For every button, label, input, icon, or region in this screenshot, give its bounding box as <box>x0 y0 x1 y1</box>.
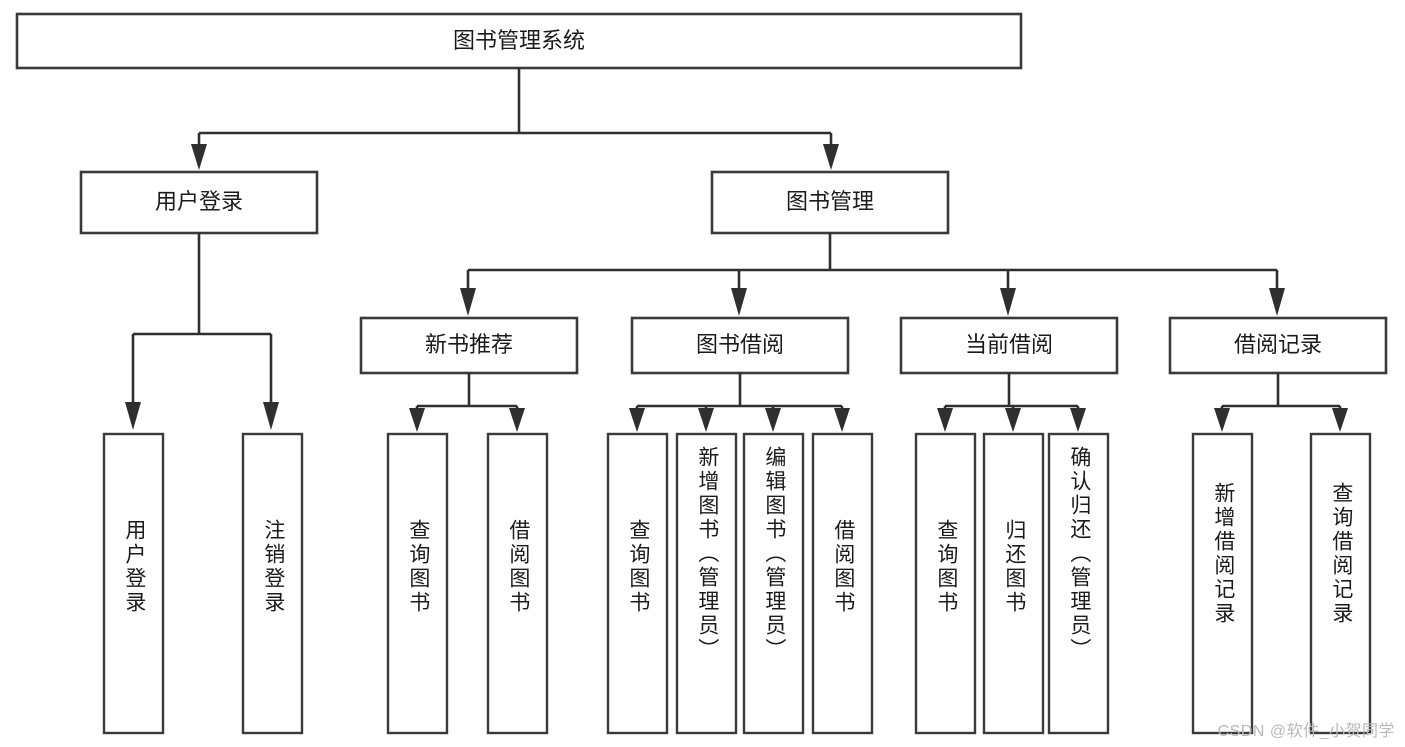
leaf-box-add-book[interactable] <box>675 432 738 735</box>
user-login-label: 用户登录 <box>155 189 243 214</box>
arrowhead-leaf-add-book <box>698 408 714 432</box>
book-borrow-box <box>630 316 850 375</box>
borrow-record-label: 借阅记录 <box>1234 332 1322 357</box>
book-borrow-label: 图书借阅 <box>696 332 784 357</box>
borrow-record-box <box>1168 316 1388 375</box>
arrowhead-book-manage <box>823 144 839 170</box>
leaf-box-borrow-book-2[interactable] <box>811 432 874 735</box>
arrowhead-leaf-query-book-2 <box>629 408 645 432</box>
arrowhead-leaf-user-login <box>125 402 141 430</box>
leaf-box-return-book[interactable] <box>982 432 1045 735</box>
arrowhead-leaf-edit-book <box>765 408 781 432</box>
arrowhead-book-borrow <box>731 288 747 316</box>
node-book-manage[interactable]: 图书管理 <box>710 170 950 235</box>
node-root[interactable]: 图书管理系统 <box>15 12 1023 70</box>
arrowhead-leaf-return-book <box>1005 408 1021 432</box>
arrowhead-new-book-rec <box>460 288 476 316</box>
arrowhead-leaf-query-book-3 <box>937 408 953 432</box>
arrowhead-borrow-record <box>1269 288 1285 316</box>
root-box <box>15 12 1023 70</box>
leaf-box-borrow-book-1[interactable] <box>486 432 549 735</box>
leaf-box-query-record[interactable] <box>1309 432 1372 735</box>
leaf-box-query-book-1[interactable] <box>386 432 449 735</box>
node-current-borrow[interactable]: 当前借阅 <box>899 316 1119 375</box>
leaf-box-add-record[interactable] <box>1191 432 1254 735</box>
leaf-box-user-logout[interactable] <box>241 432 304 735</box>
current-borrow-box <box>899 316 1119 375</box>
leaf-box-edit-book[interactable] <box>742 432 805 735</box>
node-new-book-rec[interactable]: 新书推荐 <box>359 316 579 375</box>
arrowhead-leaf-confirm-return <box>1070 408 1086 432</box>
book-manage-box <box>710 170 950 235</box>
leaf-box-query-book-2[interactable] <box>606 432 669 735</box>
new-book-rec-label: 新书推荐 <box>425 332 513 357</box>
node-user-login[interactable]: 用户登录 <box>79 170 319 235</box>
current-borrow-label: 当前借阅 <box>965 332 1053 357</box>
node-borrow-record[interactable]: 借阅记录 <box>1168 316 1388 375</box>
arrowhead-leaf-user-logout <box>263 402 279 430</box>
new-book-rec-box <box>359 316 579 375</box>
arrowhead-current-borrow <box>1000 288 1016 316</box>
csdn-watermark: CSDN @软件_小贺同学 <box>1217 723 1395 740</box>
root-label: 图书管理系统 <box>453 28 585 53</box>
arrowhead-leaf-add-record <box>1214 408 1230 432</box>
book-manage-label: 图书管理 <box>786 189 874 214</box>
node-book-borrow[interactable]: 图书借阅 <box>630 316 850 375</box>
arrowhead-leaf-query-book-1 <box>409 408 425 432</box>
leaf-box-confirm-return[interactable] <box>1047 432 1110 735</box>
leaf-box-query-book-3[interactable] <box>914 432 977 735</box>
arrowhead-leaf-query-record <box>1332 408 1348 432</box>
arrowhead-user-login <box>191 144 207 170</box>
leaf-box-user-login[interactable] <box>102 432 165 735</box>
arrowhead-leaf-borrow-book-1 <box>509 408 525 432</box>
arrowhead-leaf-borrow-book-2 <box>834 408 850 432</box>
